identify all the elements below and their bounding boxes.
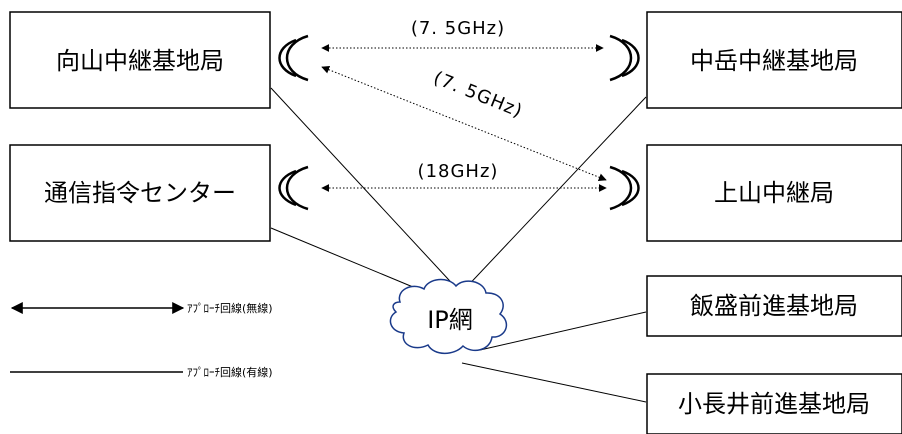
antenna-mukaiyama-icon [278, 38, 297, 78]
antenna-tsushin-icon [278, 169, 297, 207]
frequency-label-mukaiyama-kamiyama: (7. 5GHz) [430, 67, 525, 122]
node-label-nakadake: 中岳中継基地局 [690, 47, 858, 75]
node-box-iimori [646, 275, 902, 337]
frequency-label-tsushin-kamiyama: (18GHz) [418, 161, 499, 182]
antenna-kamiyama-icon [621, 169, 640, 207]
frequency-label-mukaiyama-nakadake: (7. 5GHz) [411, 18, 505, 39]
wired-line-tsushin-ip [270, 227, 426, 293]
node-label-konagai: 小長井前進基地局 [678, 390, 870, 418]
legend-wired-label: ｱﾌﾟﾛｰﾁ回線(有線) [187, 365, 273, 379]
node-label-tsushin: 通信指令センター [44, 179, 236, 207]
ip-network-cloud-icon [389, 278, 508, 355]
antenna-kamiyama-icon [609, 165, 633, 211]
node-box-konagai [646, 373, 902, 434]
node-box-kamiyama [646, 144, 902, 242]
antenna-nakadake-icon [621, 38, 640, 78]
ip-network-label: IP網 [427, 306, 473, 334]
node-label-kamiyama: 上山中継局 [714, 179, 834, 207]
wired-line-ip-konagai [461, 362, 647, 403]
node-label-iimori: 飯盛前進基地局 [690, 292, 858, 320]
wired-line-mukaiyama-ip [270, 87, 462, 294]
antenna-mukaiyama-icon [285, 34, 309, 82]
node-box-mukaiyama [9, 11, 271, 109]
wired-line-nakadake-ip [460, 96, 647, 294]
node-box-tsushin [9, 144, 271, 242]
antenna-tsushin-icon [285, 165, 309, 211]
wired-line-ip-iimori [479, 311, 647, 351]
node-box-nakadake [646, 11, 902, 109]
legend-wireless-label: ｱﾌﾟﾛｰﾁ回線(無線) [187, 301, 273, 315]
node-label-mukaiyama: 向山中継基地局 [56, 47, 224, 75]
antenna-nakadake-icon [609, 34, 633, 82]
